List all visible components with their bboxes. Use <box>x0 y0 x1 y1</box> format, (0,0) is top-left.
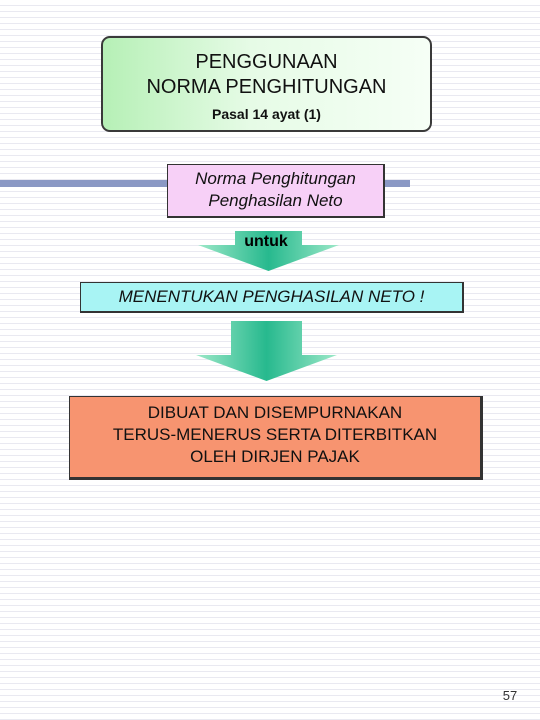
title-subtitle: Pasal 14 ayat (1) <box>212 106 321 122</box>
title-box: PENGGUNAAN NORMA PENGHITUNGAN Pasal 14 a… <box>101 36 432 132</box>
title-line-2: NORMA PENGHITUNGAN <box>146 76 387 98</box>
dibuat-box: DIBUAT DAN DISEMPURNAKAN TERUS-MENERUS S… <box>69 396 483 480</box>
norma-box: Norma Penghitungan Penghasilan Neto <box>167 164 385 218</box>
page-number: 57 <box>502 688 518 703</box>
connector-label: untuk <box>244 233 288 250</box>
norma-line-2: Penghasilan Neto <box>208 191 343 210</box>
norma-line-1: Norma Penghitungan <box>195 169 356 188</box>
title-text: PENGGUNAAN NORMA PENGHITUNGAN <box>103 50 430 100</box>
down-arrow-1 <box>198 231 339 271</box>
dibuat-line-3: OLEH DIRJEN PAJAK <box>190 447 360 466</box>
down-arrow-2 <box>196 321 337 381</box>
dibuat-line-2: TERUS-MENERUS SERTA DITERBITKAN <box>112 425 438 444</box>
menentukan-text: MENENTUKAN PENGHASILAN NETO ! <box>118 287 425 306</box>
menentukan-box: MENENTUKAN PENGHASILAN NETO ! <box>80 282 464 313</box>
title-line-1: PENGGUNAAN <box>195 51 338 73</box>
dibuat-line-1: DIBUAT DAN DISEMPURNAKAN <box>147 403 403 422</box>
